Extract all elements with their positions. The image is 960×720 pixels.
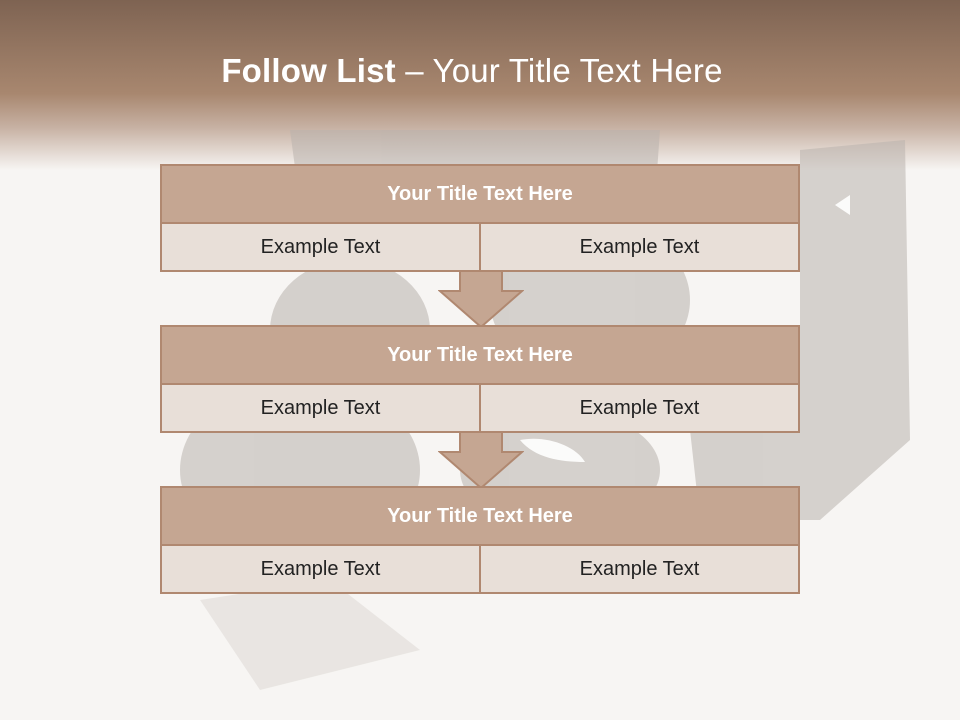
block-cell-left: Example Text — [162, 224, 479, 270]
list-block-2: Your Title Text Here Example Text Exampl… — [160, 325, 800, 433]
down-arrow-icon — [438, 431, 524, 489]
block-title: Your Title Text Here — [162, 166, 798, 224]
block-cell-left: Example Text — [162, 385, 479, 431]
title-bold: Follow List — [221, 52, 396, 89]
block-cell-right: Example Text — [479, 546, 798, 592]
block-title: Your Title Text Here — [162, 327, 798, 385]
block-row: Example Text Example Text — [162, 385, 798, 431]
block-title: Your Title Text Here — [162, 488, 798, 546]
block-row: Example Text Example Text — [162, 224, 798, 270]
down-arrow-icon — [438, 270, 524, 328]
page-title: Follow List – Your Title Text Here — [0, 52, 944, 90]
block-cell-right: Example Text — [479, 224, 798, 270]
block-row: Example Text Example Text — [162, 546, 798, 592]
block-cell-right: Example Text — [479, 385, 798, 431]
block-cell-left: Example Text — [162, 546, 479, 592]
list-block-1: Your Title Text Here Example Text Exampl… — [160, 164, 800, 272]
list-block-3: Your Title Text Here Example Text Exampl… — [160, 486, 800, 594]
title-rest: – Your Title Text Here — [395, 52, 723, 89]
